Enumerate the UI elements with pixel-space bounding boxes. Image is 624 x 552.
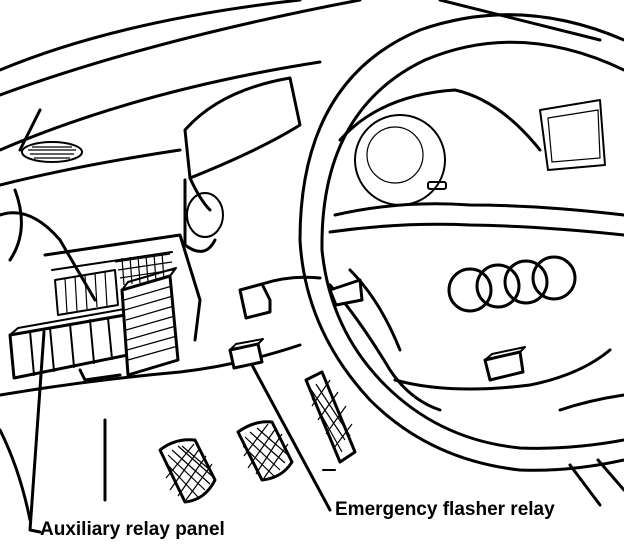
auxiliary-relay-panel bbox=[8, 233, 202, 382]
flasher-relay-box bbox=[228, 338, 264, 370]
stalk-switch bbox=[238, 275, 322, 320]
steering-column bbox=[568, 458, 624, 507]
pedals bbox=[158, 370, 357, 504]
auxiliary-relay-panel-label: Auxiliary relay panel bbox=[40, 519, 225, 540]
speaker-grille bbox=[21, 141, 83, 163]
steering-wheel bbox=[298, 13, 624, 472]
instrument-hood bbox=[183, 76, 302, 253]
leader-lines bbox=[28, 330, 332, 534]
emergency-flasher-relay-label: Emergency flasher relay bbox=[335, 499, 555, 520]
dashboard-outline bbox=[0, 0, 602, 522]
audi-rings-logo bbox=[447, 255, 577, 313]
instrument-cluster bbox=[338, 88, 606, 206]
